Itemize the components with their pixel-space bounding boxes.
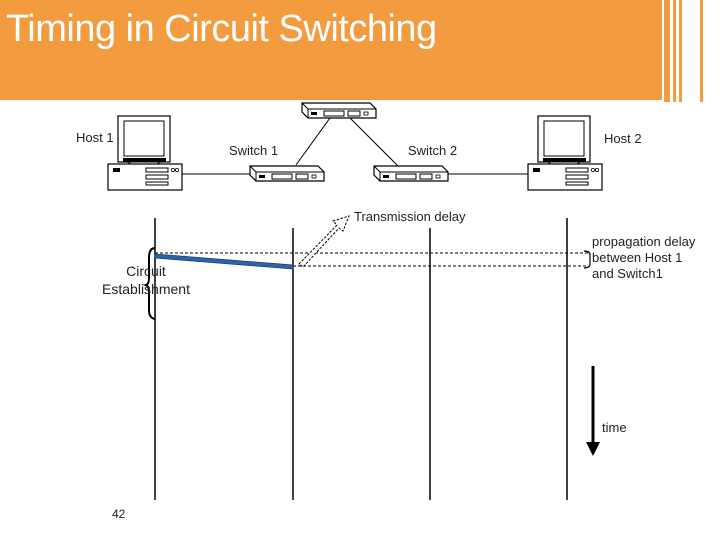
link-router-switch2 xyxy=(349,117,399,167)
decorative-stripe xyxy=(679,0,682,102)
propagation-delay-label-line2: between Host 1 xyxy=(592,250,683,265)
link-switch1-router xyxy=(295,117,331,166)
decorative-stripe xyxy=(673,0,676,102)
page-number: 42 xyxy=(112,507,126,521)
title-bar: Timing in Circuit Switching xyxy=(0,0,662,100)
host2-computer-icon xyxy=(527,115,603,191)
decorative-stripe xyxy=(664,0,670,102)
transmission-delay-label: Transmission delay xyxy=(354,209,466,224)
propagation-bracket xyxy=(583,250,591,269)
host1-computer-icon xyxy=(107,115,183,191)
decorative-stripe xyxy=(700,0,703,102)
switch1-label: Switch 1 xyxy=(229,143,279,158)
propagation-delay-label-line3: and Switch1 xyxy=(592,266,663,281)
circuit-establishment-line2: Establishment xyxy=(102,281,190,297)
switch2-label: Switch 2 xyxy=(408,143,458,158)
circuit-establishment-brace xyxy=(142,247,156,320)
propagation-delay-label-line1: propagation delay xyxy=(592,234,696,249)
host2-label: Host 2 xyxy=(604,131,642,146)
slide-title: Timing in Circuit Switching xyxy=(6,8,437,50)
router-switch-icon xyxy=(301,102,377,119)
time-label: time xyxy=(602,420,627,435)
circuit-establishment-line1: Circuit xyxy=(126,263,166,279)
setup-message-line xyxy=(154,253,294,270)
transmission-delay-arrow xyxy=(298,215,350,268)
switch2-icon xyxy=(373,165,449,182)
time-arrow-head xyxy=(586,442,600,456)
host1-label: Host 1 xyxy=(76,130,114,145)
switch1-icon xyxy=(249,165,325,182)
circuit-establishment-label: Circuit Establishment xyxy=(88,262,204,298)
